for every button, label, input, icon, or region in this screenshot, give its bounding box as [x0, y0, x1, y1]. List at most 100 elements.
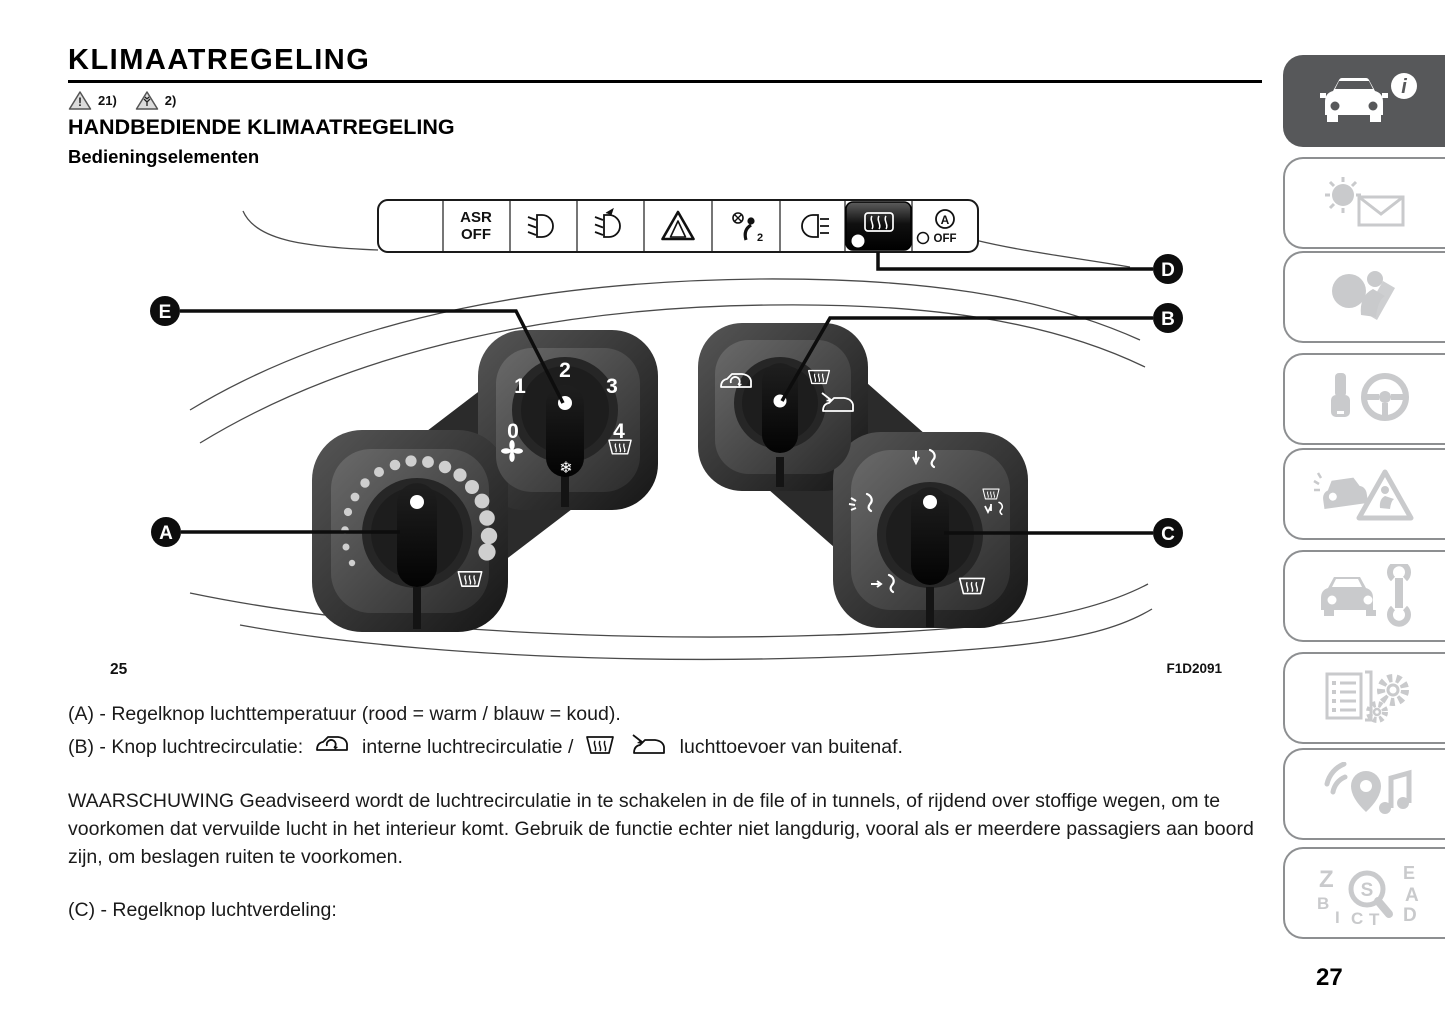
- data-gears-icon: [1325, 670, 1409, 723]
- svg-text:1: 1: [514, 375, 526, 398]
- climate-controls-figure: ASR OFF 2: [0, 195, 1270, 695]
- fan-speed-labels: 1 2 3 0 4: [507, 359, 625, 443]
- sidebar-tab-vehicle-info[interactable]: i: [1283, 55, 1445, 147]
- sidebar-tab-safety[interactable]: [1283, 251, 1445, 343]
- fan-icon: [501, 440, 523, 462]
- item-a-text: (A) - Regelknop luchttemperatuur (rood =…: [68, 703, 621, 725]
- air-to-face-icon: [848, 492, 873, 513]
- callout-e: E: [150, 296, 180, 326]
- alphabetical-index-icon: Z E B A I C T D S: [1317, 863, 1419, 925]
- environment-triangle-icon: [135, 91, 159, 110]
- car-emergency-icon: [1313, 469, 1414, 521]
- warning-refs: ! 21) 2): [68, 90, 188, 111]
- page-title: KLIMAATREGELING: [68, 44, 371, 76]
- sidebar-tab-emergency[interactable]: [1283, 448, 1445, 540]
- hazard-lights-icon: [661, 210, 695, 241]
- svg-text:D: D: [1161, 260, 1175, 281]
- temperature-dots: [341, 455, 498, 567]
- item-c-line: (C) - Regelknop luchtverdeling:: [68, 899, 337, 922]
- callout-a: A: [151, 517, 181, 547]
- figure-number: 25: [110, 661, 128, 678]
- svg-text:Z: Z: [1319, 866, 1334, 893]
- svg-text:S: S: [1361, 880, 1374, 901]
- defrost-indicator-dot: [851, 234, 865, 248]
- svg-text:ASR: ASR: [460, 209, 492, 226]
- warning-light-message-icon: [1325, 177, 1405, 227]
- svg-text:0: 0: [507, 420, 519, 443]
- fresh-air-icon: [632, 734, 666, 754]
- item-b-text-2: interne luchtrecirculatie /: [362, 736, 574, 758]
- left-control-block: 1 2 3 0 4 ❄: [312, 330, 658, 632]
- svg-text:OFF: OFF: [461, 226, 491, 243]
- air-to-feet-icon: [912, 448, 936, 469]
- svg-text:4: 4: [613, 420, 625, 443]
- snowflake-icon: ❄: [559, 460, 572, 477]
- asr-off-button: ASR OFF: [460, 209, 492, 243]
- air-distribution-knob: [877, 482, 983, 627]
- svg-text:OFF: OFF: [934, 233, 957, 245]
- svg-text:3: 3: [606, 375, 618, 398]
- svg-text:E: E: [159, 302, 172, 323]
- warning-ref-label: 21): [98, 93, 117, 108]
- air-to-face-feet-icon: [871, 573, 895, 594]
- multimedia-icon: [1324, 762, 1412, 814]
- sidebar-tab-warning-lights-messages[interactable]: [1283, 157, 1445, 249]
- car-info-icon: i: [1320, 73, 1417, 122]
- temperature-knob: [362, 478, 472, 629]
- item-a-line: (A) - Regelknop luchttemperatuur (rood =…: [68, 703, 621, 726]
- section-tab-sidebar: i: [1283, 0, 1445, 1018]
- svg-text:C: C: [1161, 524, 1175, 545]
- right-control-block: [698, 323, 1028, 628]
- svg-text:T: T: [1369, 910, 1380, 925]
- circled-a-off-indicator: A OFF: [916, 209, 957, 245]
- svg-text:A: A: [941, 213, 950, 227]
- dashboard-switch-strip: ASR OFF 2: [377, 199, 979, 253]
- air-to-windshield-feet-icon: [982, 488, 1004, 516]
- item-b-text-3: luchttoevoer van buitenaf.: [679, 736, 903, 758]
- figure-code: F1D2091: [1166, 661, 1222, 676]
- rear-window-defrost-button: [845, 201, 912, 251]
- sidebar-tab-technical-data[interactable]: [1283, 652, 1445, 744]
- svg-text:D: D: [1403, 905, 1417, 925]
- passenger-airbag-off-icon: 2: [732, 212, 763, 244]
- sidebar-tab-multimedia[interactable]: [1283, 748, 1445, 840]
- airbag-safety-icon: [1332, 271, 1395, 320]
- svg-text:C: C: [1351, 909, 1363, 925]
- svg-text:i: i: [1401, 76, 1407, 98]
- svg-text:E: E: [1403, 863, 1415, 883]
- car-wrench-icon: [1321, 564, 1411, 627]
- item-b-text-1: (B) - Knop luchtrecirculatie:: [68, 736, 304, 758]
- callout-c: C: [1153, 518, 1183, 548]
- callout-d: D: [1153, 254, 1183, 284]
- svg-text:A: A: [159, 523, 173, 544]
- title-rule: [68, 80, 1262, 83]
- headlamp-aim-icon: [594, 207, 621, 238]
- sidebar-tab-starting-driving[interactable]: [1283, 353, 1445, 445]
- warning-paragraph: WAARSCHUWING Geadviseerd wordt de luchtr…: [68, 790, 1254, 868]
- recirculation-icon: [315, 736, 348, 751]
- svg-text:B: B: [1161, 309, 1175, 330]
- fan-speed-knob: [512, 357, 618, 507]
- key-steering-icon: [1331, 373, 1409, 421]
- sidebar-tab-maintenance-care[interactable]: [1283, 550, 1445, 642]
- front-fog-light-icon: [527, 214, 554, 238]
- svg-text:!: !: [78, 95, 82, 109]
- callout-b: B: [1153, 303, 1183, 333]
- callout-badges: E A D B C: [150, 254, 1183, 548]
- rear-fog-light-icon: [801, 214, 829, 238]
- warning-triangle-icon: !: [68, 91, 92, 110]
- svg-text:A: A: [1405, 885, 1419, 906]
- item-b-line: (B) - Knop luchtrecirculatie: interne lu…: [68, 731, 903, 759]
- svg-text:I: I: [1335, 908, 1340, 925]
- section-title: HANDBEDIENDE KLIMAATREGELING: [68, 115, 455, 139]
- sidebar-tab-index[interactable]: Z E B A I C T D S: [1283, 847, 1445, 939]
- page-number: 27: [1316, 964, 1343, 991]
- environment-ref-label: 2): [164, 93, 177, 108]
- svg-text:B: B: [1317, 894, 1329, 913]
- item-c-text: (C) - Regelknop luchtverdeling:: [68, 899, 337, 921]
- windshield-defrost-icon: [585, 736, 614, 754]
- svg-text:2: 2: [757, 232, 763, 244]
- svg-text:2: 2: [559, 359, 571, 382]
- callout-lines: [180, 252, 1153, 535]
